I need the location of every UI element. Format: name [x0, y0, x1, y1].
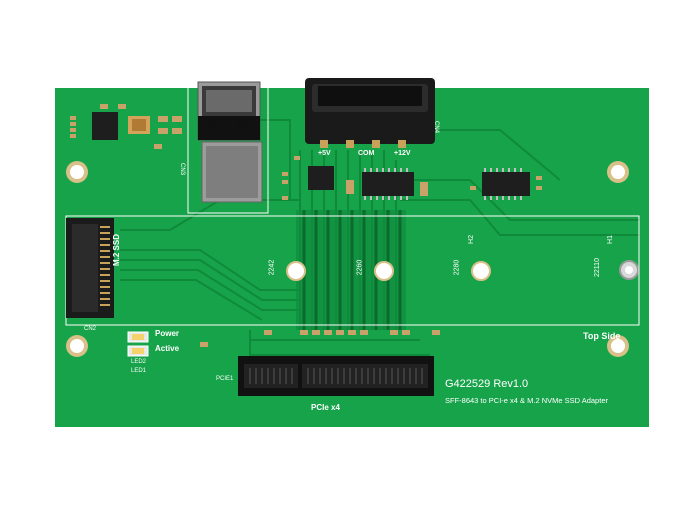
len-22110-label: 22110 [593, 258, 601, 277]
active-label: Active [155, 344, 180, 353]
h1-label: H1 [606, 235, 614, 244]
mounting-hole-icon [607, 161, 629, 183]
m2-standoff-hole-2280 [471, 261, 491, 281]
chip-icon [128, 116, 150, 134]
power-connector [305, 78, 435, 148]
plus5v-label: +5V [318, 150, 331, 157]
m2-connector [66, 218, 114, 318]
chip-icon [92, 112, 118, 140]
len-2242-label: 2242 [268, 259, 276, 276]
plus12v-label: +12V [394, 150, 411, 157]
mounting-hole-icon [607, 335, 629, 357]
cn4-label: CN4 [433, 120, 440, 134]
board-model: G422529 Rev1.0 [445, 378, 529, 390]
m2-label: M.2 SSD [112, 233, 121, 266]
led2-label: LED2 [131, 359, 147, 365]
sff8643-connector [187, 79, 269, 214]
led1-label: LED1 [131, 368, 147, 374]
m2-standoff-hole-2242 [286, 261, 306, 281]
top-side-label: Top Side [583, 331, 621, 341]
cn2-label: CN2 [84, 326, 97, 332]
mounting-hole-icon [66, 161, 88, 183]
len-2260-label: 2260 [356, 259, 364, 276]
cn3-label: CN3 [179, 162, 186, 176]
power-label: Power [155, 329, 180, 338]
board-description: SFF-8643 to PCI-e x4 & M.2 NVMe SSD Adap… [445, 396, 608, 405]
m2-standoff-hole-2260 [374, 261, 394, 281]
passive-components [70, 104, 542, 347]
com-label: COM [358, 150, 375, 157]
m2-standoff-hole-22110 [619, 260, 639, 280]
led-icon [127, 345, 149, 357]
sff-port-left: 39 [207, 118, 218, 128]
sff-port-right: 16 [237, 118, 248, 128]
chip-icon [482, 168, 530, 200]
pcie-label: PCIe x4 [311, 403, 340, 412]
led-icon [127, 331, 149, 343]
chip-icon [362, 168, 414, 200]
len-2280-label: 2280 [453, 259, 461, 276]
chip-icon [308, 166, 334, 190]
mounting-hole-icon [66, 335, 88, 357]
pcie-ref-label: PCIE1 [216, 376, 234, 382]
h2-label: H2 [467, 235, 475, 244]
pcie-slot [238, 356, 434, 396]
